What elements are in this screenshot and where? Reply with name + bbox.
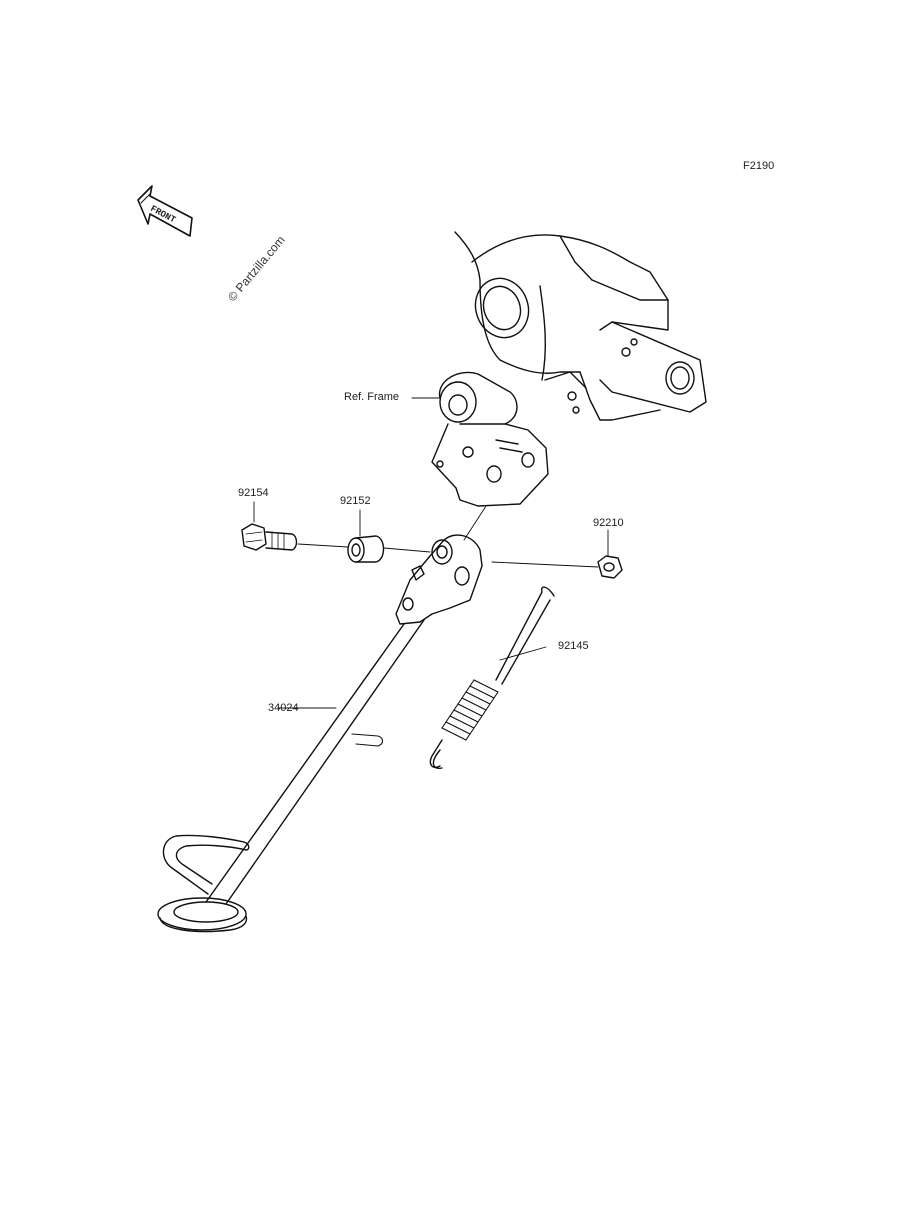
side-stand-drawing [157, 534, 483, 933]
figure-code: F2190 [743, 160, 775, 172]
label-part-92154[interactable]: 92154 [238, 487, 269, 499]
front-arrow-icon: FRONT [137, 185, 193, 237]
nut-drawing [597, 555, 623, 579]
label-part-92210[interactable]: 92210 [593, 517, 624, 529]
label-part-92152[interactable]: 92152 [340, 495, 371, 507]
front-label: FRONT [149, 204, 178, 226]
frame-drawing [431, 231, 707, 507]
label-ref-frame[interactable]: Ref. Frame [344, 391, 400, 403]
label-part-92145[interactable]: 92145 [558, 640, 589, 652]
leader-lines [253, 397, 609, 709]
bolt-drawing [241, 523, 298, 551]
label-part-34024[interactable]: 34024 [268, 702, 299, 714]
collar-drawing [347, 535, 385, 563]
spring-drawing [429, 586, 555, 769]
